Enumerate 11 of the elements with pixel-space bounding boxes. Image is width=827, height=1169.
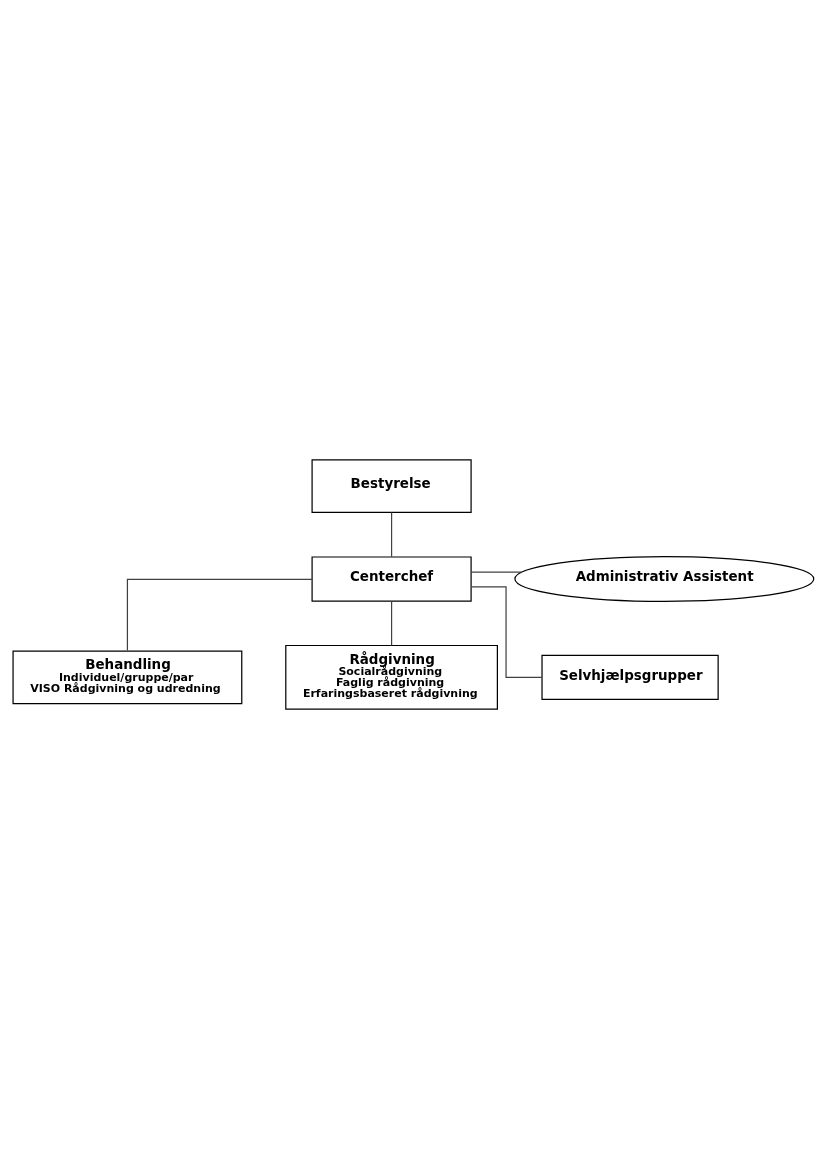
node-box: Bestyrelse [311,459,472,514]
connector [470,571,523,573]
node-ellipse: Administrativ Assistent [514,556,815,602]
node-box: Behandling Individuel/gruppe/par VISO Rådgivning og udredning [12,650,243,705]
node-box: Rådgivning Socialrådgivning Faglig rådgivning Erfaringsbaseret rådgivning [285,644,498,710]
node-box: Selvhjælpsgrupper [541,654,719,700]
node-box: Centerchef [311,556,472,602]
connector [390,511,393,558]
connector [390,600,393,646]
connector [126,578,313,652]
connector [470,586,543,678]
